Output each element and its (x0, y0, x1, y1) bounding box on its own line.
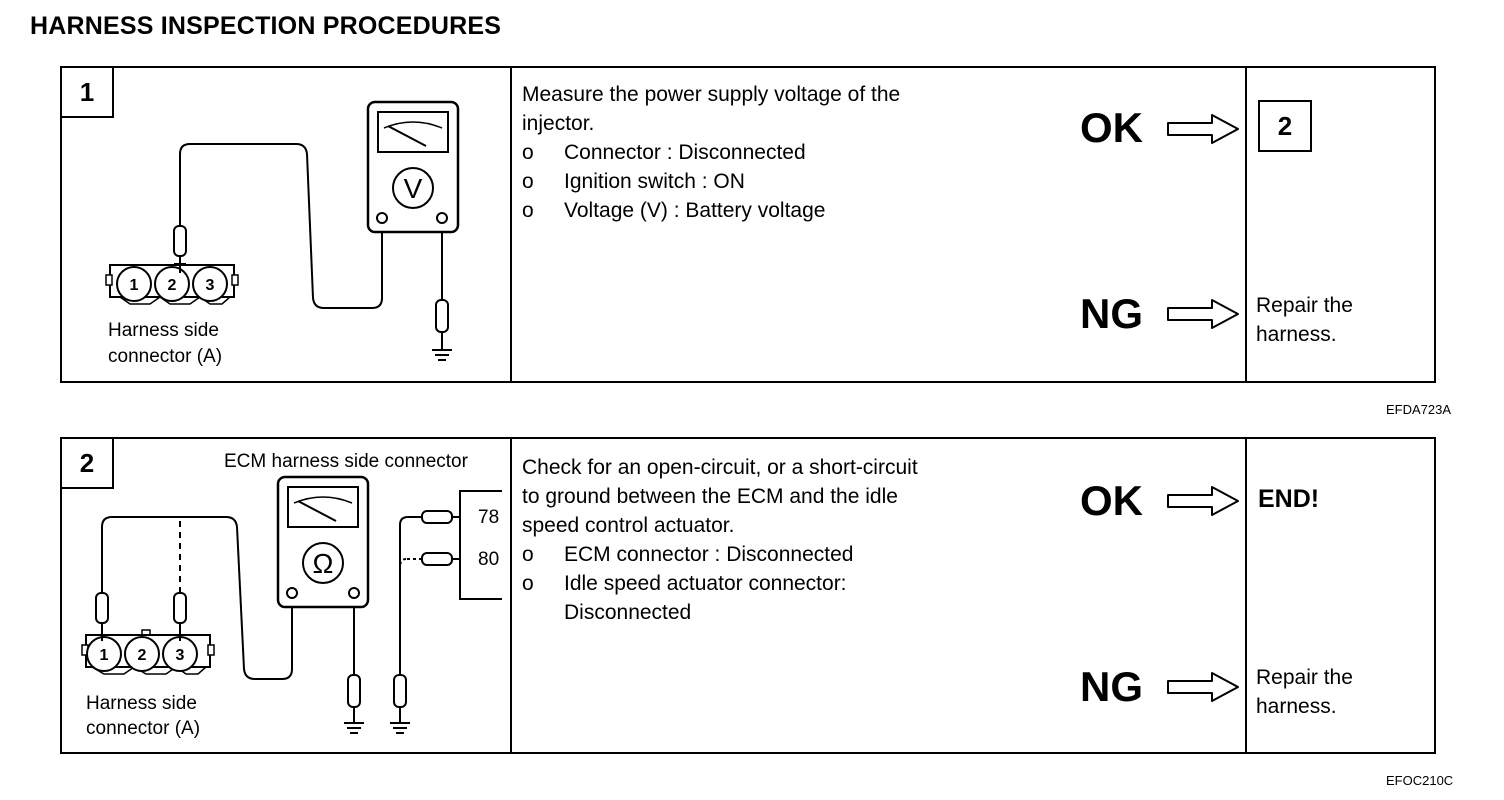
step-2-item-2: o Idle speed actuator connector: Disconn… (522, 569, 1042, 627)
step-2-ng-result: Repair the harness. (1256, 663, 1353, 721)
step-2-number: 2 (62, 439, 114, 489)
step-2-ng-result-line-1: Repair the (1256, 666, 1353, 689)
item-text: ECM connector : Disconnected (564, 543, 854, 566)
item-text-line-2: Disconnected (564, 601, 692, 624)
step-1-ng-result-line-2: harness. (1256, 323, 1337, 346)
step-2-ok-result: END! (1258, 485, 1320, 513)
item-text: Voltage (V) : Battery voltage (564, 199, 826, 222)
step-2-wiring-diagram: ECM harness side connector 78 80 (81, 451, 502, 739)
step-1-connector-label-1: Harness side (108, 320, 219, 341)
step-2-ng-arrow-icon (1167, 672, 1239, 702)
step-1-item-2: o Ignition switch : ON (522, 167, 1042, 196)
step-1-connector-label-2: connector (A) (108, 346, 222, 367)
step-1-ok-label: OK (1080, 104, 1143, 151)
step-1-ok-arrow-icon (1167, 114, 1239, 144)
step-1-harness-connector: 1 2 3 (105, 264, 239, 305)
item-text-line-1: Idle speed actuator connector: (564, 572, 847, 595)
step-2-divider-right (1245, 439, 1247, 752)
step-2-intro-line-3: speed control actuator. (522, 514, 735, 537)
step-2-pin-1: 1 (100, 647, 109, 664)
step-2-connector-label-1: Harness side (86, 693, 197, 714)
step-2-back-probes (95, 592, 187, 641)
step-1-back-probe (173, 225, 187, 273)
step-1-pin-2: 2 (168, 277, 177, 294)
step-2-ng-result-line-2: harness. (1256, 695, 1337, 718)
step-2-box: 2 ECM harness side connector 78 80 (60, 437, 1436, 754)
bullet: o (522, 543, 534, 566)
step-1-pin-3: 3 (206, 277, 215, 294)
bullet: o (522, 572, 534, 595)
step-1-voltmeter: V (366, 100, 460, 234)
step-2-ng-label: NG (1080, 663, 1143, 710)
step-1-meter-symbol: V (404, 173, 423, 204)
step-1-intro-line-1: Measure the power supply voltage of the (522, 83, 901, 106)
step-2-figure-code: EFOC210C (1386, 773, 1454, 788)
step-2-pin-2: 2 (138, 647, 147, 664)
step-1-divider-left (510, 68, 512, 381)
step-1-item-1: o Connector : Disconnected (522, 138, 1042, 167)
item-text: Idle speed actuator connector: Disconnec… (564, 569, 847, 627)
step-1-box: 1 1 2 3 (60, 66, 1436, 383)
step-1-ng-label: NG (1080, 290, 1143, 337)
step-1-instructions: Measure the power supply voltage of the … (522, 80, 1042, 225)
step-1-intro-line-2: injector. (522, 112, 595, 135)
step-1-ground-probe (432, 299, 452, 361)
step-2-terminal-78: 78 (478, 507, 499, 528)
step-2-harness-connector: 1 2 3 (81, 629, 215, 675)
bullet: o (522, 199, 534, 222)
step-1-ng-result: Repair the harness. (1256, 291, 1353, 349)
step-2-ok-arrow-icon (1167, 486, 1239, 516)
step-1-ng-arrow-icon (1167, 299, 1239, 329)
step-2-intro-line-1: Check for an open-circuit, or a short-ci… (522, 456, 918, 479)
step-2-terminal-80: 80 (478, 549, 499, 570)
step-1-ng-result-line-1: Repair the (1256, 294, 1353, 317)
step-2-meter-symbol: Ω (313, 548, 334, 579)
step-2-intro-line-2: to ground between the ECM and the idle (522, 485, 898, 508)
step-1-figure-code: EFDA723A (1386, 402, 1452, 417)
step-2-item-1: o ECM connector : Disconnected (522, 540, 1042, 569)
item-text: Ignition switch : ON (564, 170, 745, 193)
step-2-ok-label: OK (1080, 477, 1143, 524)
bullet: o (522, 170, 534, 193)
step-2-instructions: Check for an open-circuit, or a short-ci… (522, 453, 1042, 627)
step-1-pin-1: 1 (130, 277, 139, 294)
step-1-wiring-diagram: 1 2 3 V Harness sid (105, 100, 460, 367)
step-2-pin-3: 3 (176, 647, 185, 664)
step-2-ground-probes (344, 674, 410, 734)
item-text: Connector : Disconnected (564, 141, 806, 164)
step-2-ecm-label: ECM harness side connector (224, 451, 469, 472)
bullet: o (522, 141, 534, 164)
step-1-ok-goto-step-box[interactable]: 2 (1258, 100, 1312, 152)
step-2-connector-label-2: connector (A) (86, 718, 200, 739)
step-1-divider-right (1245, 68, 1247, 381)
step-1-item-3: o Voltage (V) : Battery voltage (522, 196, 1042, 225)
step-1-number: 1 (62, 68, 114, 118)
page-title: HARNESS INSPECTION PROCEDURES (30, 12, 502, 40)
step-2-ohmmeter: Ω (276, 475, 370, 609)
step-2-divider-left (510, 439, 512, 752)
